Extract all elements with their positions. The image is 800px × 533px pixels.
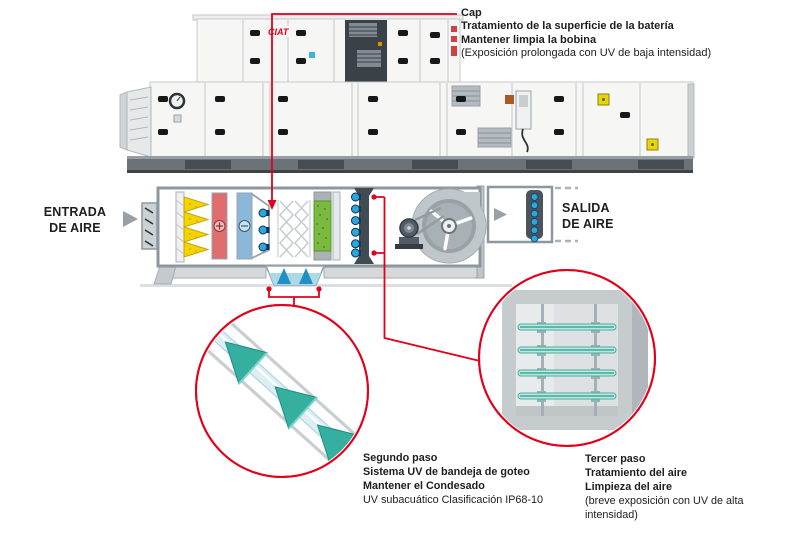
base-frame-right — [323, 265, 484, 279]
callout-line: Tratamiento del aire — [585, 467, 688, 479]
callout-coil-treatment: Cap Tratamiento de la superficie de la b… — [461, 7, 796, 61]
callout-step3: Tercer paso Tratamiento del aire Limpiez… — [585, 452, 785, 522]
annotation-lines — [266, 13, 481, 362]
duct-uv-lamps — [517, 322, 617, 402]
callout-note: (Exposición prolongada con UV de baja in… — [461, 47, 712, 60]
lower-latches — [158, 96, 630, 135]
callout-title: Segundo paso — [363, 452, 438, 464]
callout-title: Tercer paso — [585, 453, 646, 465]
safety-switch — [451, 26, 457, 56]
condensate-drain-pan — [264, 265, 326, 286]
callout-step2: Segundo paso Sistema UV de bandeja de go… — [363, 451, 578, 507]
right-end-cap — [687, 83, 695, 159]
air-uv-lamp-bar — [351, 188, 374, 264]
upper-panel-seams — [242, 20, 449, 85]
callout-note: (breve exposición con UV de alta intensi… — [585, 495, 744, 521]
cooling-coil — [236, 192, 253, 260]
fan-motor — [395, 218, 423, 249]
callout-note: UV subacuático Clasificación IP68-10 — [363, 494, 544, 506]
intake-hood — [119, 86, 152, 158]
base-rail — [127, 156, 693, 173]
detail-bubble-duct-uv — [478, 269, 656, 447]
left-leg — [153, 265, 177, 285]
floor-line — [140, 284, 512, 287]
callout-line: Mantener el Condesado — [363, 480, 485, 492]
droplet-eliminator — [277, 200, 311, 258]
indicator-lights — [597, 93, 659, 151]
duct-uv-rack — [502, 290, 648, 430]
logo-plate — [266, 26, 291, 37]
inlet-damper — [141, 202, 158, 250]
prefilter-frame — [175, 191, 185, 263]
heating-coil — [211, 192, 228, 260]
dark-grille-section — [345, 20, 387, 85]
ahu-upper-tier — [196, 18, 461, 86]
bag-filter-yellow — [183, 196, 210, 258]
cap-callout-line — [271, 13, 457, 203]
callout-line: Tratamiento de la superficie de la bater… — [461, 20, 674, 33]
outlet-arrow-icon — [494, 208, 507, 221]
fine-filter-green — [313, 191, 341, 261]
brand-logo: CIAT — [268, 27, 290, 37]
cap-arrowhead-icon — [267, 200, 277, 210]
drain-pan-bracket-line — [268, 289, 320, 306]
callout-line: Limpieza del aire — [585, 481, 673, 493]
upper-latches — [250, 30, 440, 64]
outlet-section — [486, 185, 578, 244]
callout-line: Sistema UV de bandeja de goteo — [363, 466, 530, 478]
callout-title: Cap — [461, 7, 482, 19]
callout-line: Mantener limpia la bobina — [461, 33, 597, 46]
supply-fan — [395, 188, 487, 264]
air-outlet-label: SALIDA DE AIRE — [562, 201, 614, 231]
pressure-gauge — [168, 92, 186, 123]
lamp-end-cap — [198, 308, 213, 332]
ahu-lower-tier — [149, 81, 694, 161]
detail-bubble-drip-tray-uv — [195, 304, 369, 478]
cyan-label — [309, 52, 315, 58]
control-box — [505, 90, 532, 153]
ahu-photo: CIAT — [119, 14, 695, 173]
uv-bar-callout-line — [374, 196, 481, 362]
coil-surface-uv-lamps — [251, 193, 270, 259]
air-inlet-label: ENTRADA DE AIRE — [43, 205, 107, 235]
ahu-schematic — [123, 185, 578, 287]
inlet-arrow-icon — [123, 211, 138, 227]
